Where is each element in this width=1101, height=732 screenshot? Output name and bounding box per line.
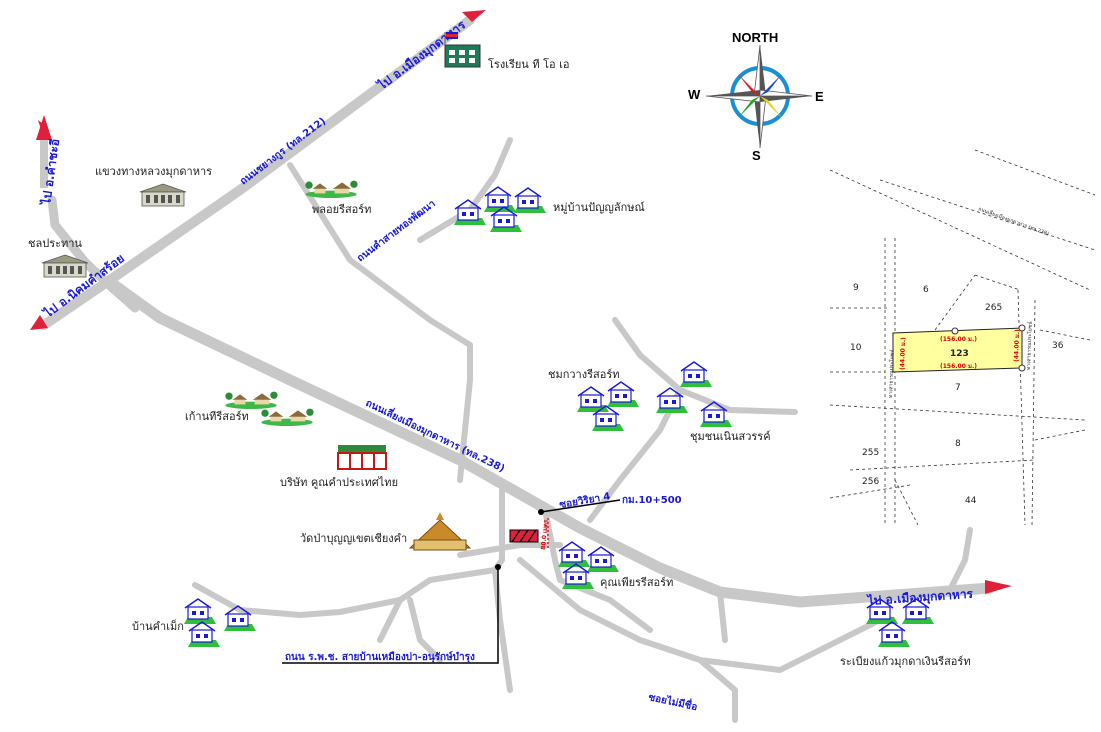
svg-text:ระเบียงแก้วมุกดาเงินรีสอร์ท: ระเบียงแก้วมุกดาเงินรีสอร์ท [840, 655, 971, 668]
svg-text:แขวงทางหลวงมุกดาหาร: แขวงทางหลวงมุกดาหาร [95, 165, 212, 178]
km-marker-label: กม.10+500 [622, 495, 682, 506]
landmark-khunpiya-resort: คุณเพียรรีสอร์ท [558, 542, 673, 589]
landmark-chomkwang-resort: ชมกวางรีสอร์ท [548, 362, 712, 431]
direction-arrows [30, 10, 1012, 594]
house-icon [454, 200, 486, 225]
school-icon [444, 32, 481, 68]
temple-icon [408, 512, 472, 551]
svg-text:7: 7 [955, 383, 961, 393]
svg-text:6: 6 [923, 285, 929, 295]
svg-text:ถนนเลี่ยงเมืองมุกดาหาร (ทล.238: ถนนเลี่ยงเมืองมุกดาหาร (ทล.238) [977, 205, 1050, 237]
soi-unnamed-label: ซอยไม่มีชื่อ [647, 689, 698, 713]
svg-text:256: 256 [862, 477, 879, 487]
landmark-company: บริษัท คูณคำประเทศไทย [280, 445, 398, 489]
svg-text:ชลประทาน: ชลประทาน [28, 237, 82, 250]
house-icon [514, 188, 546, 213]
svg-text:โรงเรียน ที โอ เอ: โรงเรียน ที โอ เอ [488, 57, 569, 71]
landmark-highway-office: แขวงทางหลวงมุกดาหาร [95, 165, 212, 206]
svg-text:ชมกวางรีสอร์ท: ชมกวางรีสอร์ท [548, 368, 620, 381]
landmark-phloy-resort: พลอยรีสอร์ท [305, 181, 371, 216]
house-icon [680, 362, 712, 387]
road-labels: ไป อ.เมืองมุกดาหาร ถนนชยางกูร (ทล.212) ไ… [38, 17, 974, 714]
svg-text:E: E [815, 89, 824, 104]
svg-text:S: S [752, 148, 761, 163]
distance-label: 80.0 เมตร [540, 519, 550, 550]
svg-text:(156.00 ม.): (156.00 ม.) [940, 336, 977, 343]
svg-text:NORTH: NORTH [732, 30, 778, 45]
landmark-irrigation: ชลประทาน [28, 237, 88, 277]
resort-icon [305, 181, 357, 198]
landmark-school: โรงเรียน ที โอ เอ [444, 32, 569, 71]
svg-text:เก้านทีรีสอร์ท: เก้านทีรีสอร์ท [185, 410, 249, 423]
svg-text:ทางสาธารณประโยชน์: ทางสาธารณประโยชน์ [1025, 321, 1034, 370]
svg-text:(156.00 ม.): (156.00 ม.) [940, 363, 977, 370]
house-icon [577, 387, 609, 412]
svg-text:W: W [688, 87, 701, 102]
resort-icon [225, 392, 277, 409]
svg-text:36: 36 [1052, 341, 1064, 351]
svg-text:คุณเพียรรีสอร์ท: คุณเพียรรีสอร์ท [600, 576, 673, 589]
rural-road-label: ถนน ร.พ.ช. สายบ้านเหมืองบ่า-อนุรักษ์บำรุ… [285, 651, 475, 663]
svg-text:บริษัท คูณคำประเทศไทย: บริษัท คูณคำประเทศไทย [280, 476, 398, 489]
svg-text:265: 265 [985, 303, 1002, 313]
svg-text:บ้านคำเม็ก: บ้านคำเม็ก [132, 619, 184, 633]
svg-text:255: 255 [862, 448, 879, 458]
house-icon [607, 382, 639, 407]
landmark-ban-kham-lek: บ้านคำเม็ก [132, 599, 256, 647]
compass-rose: NORTH S E W [688, 30, 824, 163]
svg-text:ชุมชนเนินสวรรค์: ชุมชนเนินสวรรค์ [690, 430, 771, 443]
government-building-icon [140, 184, 186, 206]
landmark-banyalak-village: หมู่บ้านปัญญลักษณ์ [454, 187, 645, 232]
hwy212-label: ถนนชยางกูร (ทล.212) [238, 116, 329, 188]
svg-text:(44.00 ม.): (44.00 ม.) [899, 337, 907, 370]
km-marker: กม.10+500 80.0 เมตร [509, 495, 682, 550]
svg-text:พลอยรีสอร์ท: พลอยรีสอร์ท [312, 203, 371, 216]
landmark-ban-tree-resort: เก้านทีรีสอร์ท [185, 392, 314, 426]
svg-text:10: 10 [850, 343, 862, 353]
shop-icon [337, 445, 387, 470]
plot-inset: ถนนเลี่ยงเมืองมุกดาหาร (ทล.238) ทางสาธาร… [829, 149, 1096, 526]
svg-text:(44.00 ม.): (44.00 ม.) [1013, 329, 1021, 362]
road-network [39, 15, 996, 723]
rural-road-callout: ถนน ร.พ.ช. สายบ้านเหมืองบ่า-อนุรักษ์บำรุ… [282, 564, 501, 664]
house-icon [878, 622, 910, 647]
resort-icon [261, 409, 313, 426]
svg-text:44: 44 [965, 496, 977, 506]
svg-text:8: 8 [955, 439, 961, 449]
svg-text:9: 9 [853, 283, 859, 293]
svg-text:ทางสาธารณประโยชน์: ทางสาธารณประโยชน์ [887, 349, 896, 398]
svg-text:หมู่บ้านปัญญลักษณ์: หมู่บ้านปัญญลักษณ์ [553, 201, 645, 214]
house-icon [562, 564, 594, 589]
house-icon [184, 599, 216, 624]
svg-text:วัดป่าบุญญเขตเชียงคำ: วัดป่าบุญญเขตเชียงคำ [300, 532, 407, 545]
landmark-rabiangkaew-resort: ระเบียงแก้วมุกดาเงินรีสอร์ท [840, 599, 971, 668]
svg-text:123: 123 [950, 349, 969, 359]
house-icon [484, 187, 516, 212]
landmark-temple: วัดป่าบุญญเขตเชียงคำ [300, 512, 472, 551]
house-icon [188, 622, 220, 647]
landmark-noensawan: ชุมชนเนินสวรรค์ [690, 402, 771, 443]
